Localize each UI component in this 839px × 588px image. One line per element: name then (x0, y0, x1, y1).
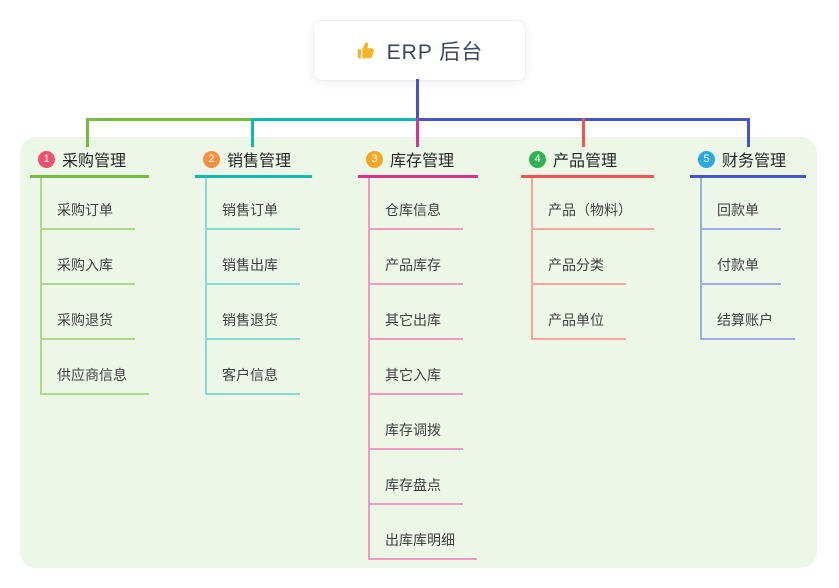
child-node[interactable]: 客户信息 (207, 340, 300, 395)
rail-segment-green (86, 118, 254, 121)
branch-children: 采购订单采购入库采购退货供应商信息 (40, 178, 149, 395)
branch-label: 财务管理 (722, 153, 787, 170)
child-node[interactable]: 付款单 (702, 230, 781, 285)
branch-number-badge: 1 (38, 150, 55, 168)
child-label: 付款单 (717, 257, 759, 273)
branch-header[interactable]: 4 产品管理 (521, 145, 654, 178)
child-node[interactable]: 采购入库 (42, 230, 135, 285)
branch-column: 3 库存管理仓库信息产品库存其它出库其它入库库存调拨库存盘点出库库明细 (358, 145, 478, 560)
child-label: 产品（物料） (548, 202, 632, 218)
branch-children: 回款单付款单结算账户 (700, 178, 795, 340)
root-label: ERP 后台 (386, 40, 484, 64)
branch-drop-line (86, 118, 89, 147)
branch-header[interactable]: 5 财务管理 (690, 145, 806, 178)
child-label: 采购退货 (57, 312, 113, 328)
branch-label: 销售管理 (227, 153, 292, 170)
child-label: 其它出库 (385, 312, 441, 328)
branch-column: 1 采购管理采购订单采购入库采购退货供应商信息 (30, 145, 149, 395)
child-node[interactable]: 其它入库 (370, 340, 463, 395)
branch-column: 2 销售管理销售订单销售出库销售退货客户信息 (195, 145, 312, 395)
child-label: 结算账户 (717, 312, 773, 328)
child-node[interactable]: 库存盘点 (370, 450, 463, 505)
branch-label: 采购管理 (62, 153, 127, 170)
thumbs-up-icon (356, 40, 378, 62)
child-label: 销售出库 (222, 257, 278, 273)
child-node[interactable]: 采购退货 (42, 285, 135, 340)
child-label: 客户信息 (222, 367, 278, 383)
branch-number-badge: 3 (366, 150, 383, 168)
root-connector-stub (416, 79, 419, 121)
child-label: 产品分类 (548, 257, 604, 273)
child-label: 产品库存 (385, 257, 441, 273)
child-node[interactable]: 库存调拨 (370, 395, 463, 450)
child-label: 回款单 (717, 202, 759, 218)
child-node[interactable]: 结算账户 (702, 285, 795, 340)
branch-children: 产品（物料） 产品分类产品单位 (531, 178, 654, 340)
branch-drop-line (251, 118, 254, 147)
branch-header[interactable]: 1 采购管理 (30, 145, 149, 178)
child-label: 库存调拨 (385, 422, 441, 438)
child-label: 产品单位 (548, 312, 604, 328)
child-label: 出库库明细 (385, 532, 455, 548)
mindmap-canvas (20, 137, 817, 568)
branch-number-badge: 2 (203, 150, 220, 168)
child-node[interactable]: 销售出库 (207, 230, 300, 285)
child-node[interactable]: 采购订单 (42, 178, 135, 230)
child-node[interactable]: 销售订单 (207, 178, 300, 230)
child-node[interactable]: 产品库存 (370, 230, 463, 285)
child-label: 销售退货 (222, 312, 278, 328)
branch-children: 销售订单销售出库销售退货客户信息 (205, 178, 300, 395)
child-node[interactable]: 产品单位 (533, 285, 626, 340)
child-node[interactable]: 销售退货 (207, 285, 300, 340)
child-label: 销售订单 (222, 202, 278, 218)
child-node[interactable]: 产品分类 (533, 230, 626, 285)
branch-column: 5 财务管理回款单付款单结算账户 (690, 145, 806, 340)
branch-header[interactable]: 2 销售管理 (195, 145, 312, 178)
root-node[interactable]: ERP 后台 (313, 20, 526, 81)
child-node[interactable]: 其它出库 (370, 285, 463, 340)
child-label: 采购入库 (57, 257, 113, 273)
child-label: 仓库信息 (385, 202, 441, 218)
branch-header[interactable]: 3 库存管理 (358, 145, 478, 178)
child-node[interactable]: 产品（物料） (533, 178, 654, 230)
branch-drop-line (747, 118, 750, 147)
child-node[interactable]: 仓库信息 (370, 178, 463, 230)
branch-label: 库存管理 (390, 153, 455, 170)
child-label: 供应商信息 (57, 367, 127, 383)
branch-drop-line (582, 118, 585, 147)
child-label: 库存盘点 (385, 477, 441, 493)
child-label: 采购订单 (57, 202, 113, 218)
branch-number-badge: 4 (529, 150, 546, 168)
branch-drop-line (416, 118, 419, 147)
child-node[interactable]: 出库库明细 (370, 505, 477, 560)
child-label: 其它入库 (385, 367, 441, 383)
branch-label: 产品管理 (553, 153, 618, 170)
child-node[interactable]: 供应商信息 (42, 340, 149, 395)
branch-number-badge: 5 (698, 150, 715, 168)
child-node[interactable]: 回款单 (702, 178, 781, 230)
branch-children: 仓库信息产品库存其它出库其它入库库存调拨库存盘点出库库明细 (368, 178, 477, 560)
branch-column: 4 产品管理产品（物料） 产品分类产品单位 (521, 145, 654, 340)
rail-segment-teal (251, 118, 419, 121)
